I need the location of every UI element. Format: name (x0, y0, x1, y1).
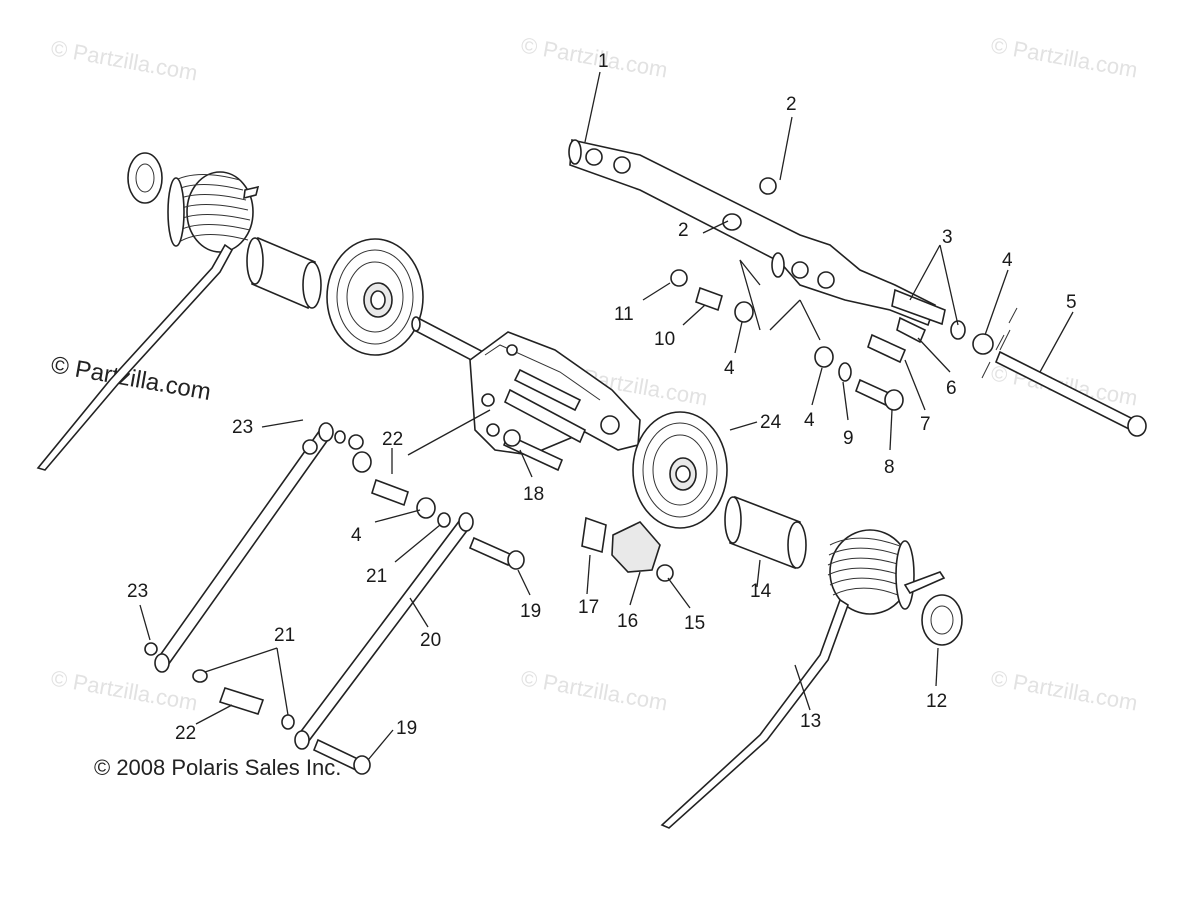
watermark-top-right: © Partzilla.com (989, 32, 1139, 82)
swing-arm (568, 139, 946, 327)
watermark-bottom-left: © Partzilla.com (49, 665, 199, 715)
idler-wheel-right (632, 411, 728, 529)
bushing-right (724, 495, 807, 570)
callout-3: 3 (942, 227, 953, 248)
lower-small-parts (192, 430, 674, 775)
watermark-top-center: © Partzilla.com (519, 32, 669, 82)
callout-21-top: 21 (366, 566, 387, 587)
callout-12: 12 (926, 691, 947, 712)
watermark-top-left: © Partzilla.com (49, 35, 199, 85)
spring-left (36, 171, 260, 471)
link-rod-left (144, 422, 334, 673)
leader-lines (139, 71, 1074, 761)
link-rod-right (294, 512, 474, 750)
callout-19-top: 19 (520, 601, 541, 622)
callout-16: 16 (617, 611, 638, 632)
callout-11: 11 (614, 304, 634, 325)
callout-24: 24 (760, 412, 782, 433)
callout-17: 17 (578, 597, 599, 618)
washer-right (921, 594, 963, 646)
small-parts (670, 177, 1147, 437)
watermark-bottom-center: © Partzilla.com (519, 665, 669, 715)
callout-6: 6 (946, 378, 957, 399)
callout-4-a: 4 (724, 358, 735, 379)
callout-8: 8 (884, 457, 895, 478)
callout-10: 10 (654, 329, 675, 350)
callout-9: 9 (843, 428, 854, 449)
callout-18: 18 (523, 484, 544, 505)
callout-14: 14 (750, 581, 772, 602)
callout-23-lower: 23 (127, 581, 148, 602)
callout-13: 13 (800, 711, 821, 732)
copyright-text: © 2008 Polaris Sales Inc. (94, 755, 341, 780)
callout-4-lower: 4 (351, 525, 362, 546)
callout-22-lower: 22 (175, 723, 196, 744)
callout-4-right: 4 (1002, 250, 1013, 271)
idler-wheel-left (326, 238, 424, 356)
callout-1: 1 (598, 51, 609, 72)
washer-left (127, 152, 163, 204)
callout-4-b: 4 (804, 410, 815, 431)
callout-19-lower: 19 (396, 718, 417, 739)
callout-5: 5 (1066, 292, 1077, 313)
watermark-bottom-right: © Partzilla.com (989, 665, 1139, 715)
bushing-left (246, 236, 322, 310)
callout-23-top: 23 (232, 417, 253, 438)
spring-right (660, 529, 946, 829)
callout-2-top: 2 (786, 94, 797, 115)
callout-22-top: 22 (382, 429, 403, 450)
callout-20: 20 (420, 630, 441, 651)
callout-21-lower: 21 (274, 625, 295, 646)
callout-7: 7 (920, 414, 931, 435)
center-bracket (469, 331, 641, 472)
callout-15: 15 (684, 613, 705, 634)
callout-2-mid: 2 (678, 220, 689, 241)
